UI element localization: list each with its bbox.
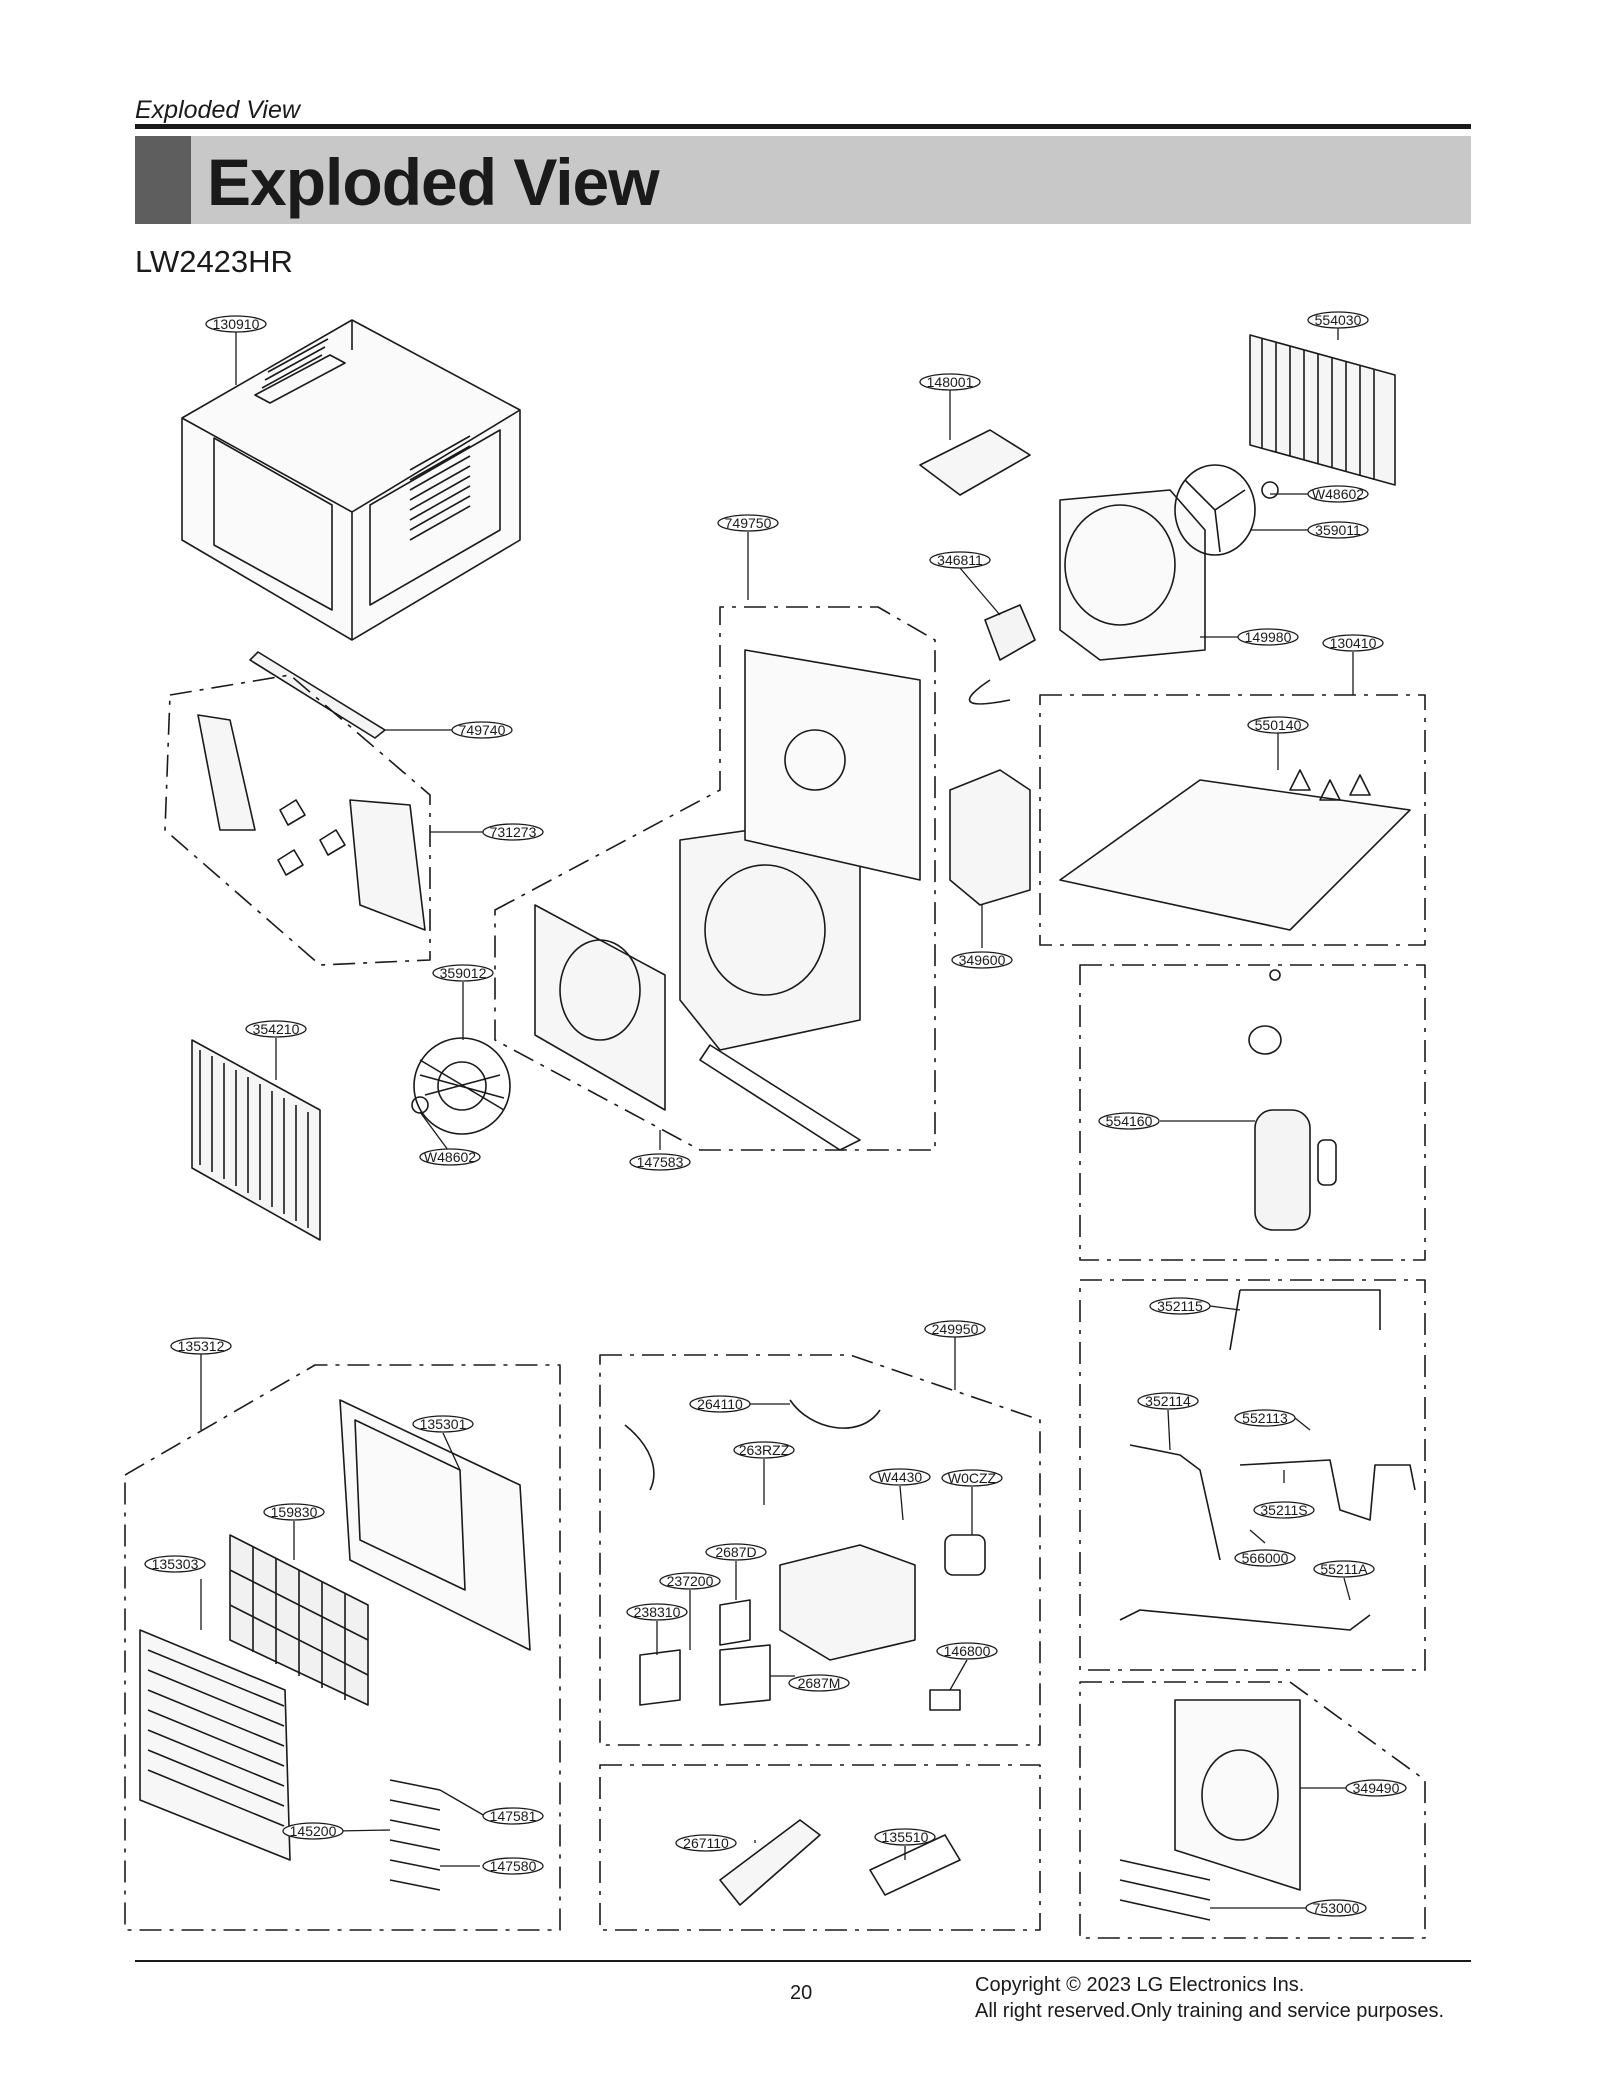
title-band: Exploded View [135, 136, 1471, 224]
part-label: 554030 [1315, 312, 1362, 328]
control-bracket-drawing [949, 769, 1031, 906]
part-label: 147580 [490, 1858, 537, 1874]
part-label: 753000 [1313, 1900, 1360, 1916]
part-label: 159830 [271, 1504, 318, 1520]
control-group [599, 1354, 1041, 1746]
filter-drawing [229, 1534, 369, 1706]
part-label: 352114 [1145, 1393, 1191, 1409]
part-label: 135312 [178, 1338, 225, 1354]
part-label: 731273 [490, 824, 537, 840]
copyright-line-2: All right reserved.Only training and ser… [975, 2000, 1445, 2022]
part-label: 346811 [937, 552, 983, 568]
part-label: 147583 [637, 1154, 684, 1170]
part-label: 238310 [634, 1604, 681, 1620]
part-label: 550140 [1255, 717, 1302, 733]
piping-group [1079, 1279, 1426, 1671]
cabinet-drawing [181, 319, 521, 641]
part-label: 359011 [1315, 522, 1361, 538]
compressor-drawing [1248, 969, 1337, 1231]
header-rule [135, 124, 1471, 129]
copyright: Copyright © 2023 LG Electronics Ins. All… [975, 1972, 1444, 2024]
evaporator-drawing [1249, 334, 1396, 486]
part-label: 55211A [1320, 1561, 1368, 1577]
part-label: 135510 [882, 1829, 929, 1845]
shroud-group [494, 606, 936, 1151]
part-label: 149980 [1245, 629, 1292, 645]
rail-drawing [249, 651, 386, 739]
part-label: 2687D [715, 1544, 756, 1560]
page-number: 20 [790, 1982, 813, 2004]
part-label: 352115 [1157, 1298, 1203, 1314]
remote-drawing [719, 1819, 821, 1906]
bracket-135510-drawing [869, 1834, 961, 1896]
part-label: 147581 [490, 1808, 537, 1824]
part-label: 135301 [420, 1416, 467, 1432]
part-label: 237200 [667, 1573, 714, 1589]
model-number: LW2423HR [135, 244, 293, 279]
part-label: 267110 [683, 1835, 729, 1851]
inner-frame-group [1079, 1681, 1426, 1939]
part-label: 249950 [932, 1321, 979, 1337]
part-label: 263RZZ [739, 1442, 790, 1458]
part-label: W48602 [1312, 486, 1364, 502]
part-label: 354210 [253, 1021, 300, 1037]
motor-bracket-drawing [919, 429, 1031, 496]
part-label: 264110 [697, 1396, 743, 1412]
part-label: 349600 [959, 952, 1006, 968]
part-label: 359012 [440, 965, 487, 981]
propeller-fan-drawing [1174, 464, 1279, 556]
part-label: 552113 [1242, 1410, 1288, 1426]
part-label: 749740 [459, 722, 506, 738]
part-label: 554160 [1106, 1113, 1153, 1129]
part-label: 146800 [944, 1643, 991, 1659]
fan-shroud-drawing [1059, 489, 1206, 661]
base-pan-group [1039, 694, 1426, 946]
compressor-group [1079, 964, 1426, 1261]
blower-drawing [411, 1037, 511, 1135]
inlet-frame-drawing [339, 1399, 531, 1651]
part-label: 2687M [798, 1675, 841, 1691]
page-title: Exploded View [207, 145, 660, 219]
copyright-line-1: Copyright © 2023 LG Electronics Ins. [975, 1974, 1305, 1996]
part-label: 148001 [927, 374, 974, 390]
part-label: 130410 [1330, 635, 1377, 651]
remote-group [599, 1764, 1041, 1931]
part-label: 566000 [1242, 1550, 1289, 1566]
part-label: 145200 [290, 1823, 337, 1839]
condenser-drawing [191, 1039, 321, 1241]
section-header: Exploded View [135, 96, 300, 124]
part-label: 135303 [152, 1556, 199, 1572]
fan-motor-drawing [968, 604, 1036, 705]
part-label: 35211S [1260, 1502, 1307, 1518]
part-label: 749750 [725, 515, 772, 531]
part-label: 130910 [213, 316, 260, 332]
title-accent [135, 136, 191, 224]
front-grille-group [124, 1364, 561, 1931]
front-grille-drawing [139, 1629, 291, 1861]
side-curtain-group [164, 674, 431, 966]
part-label: W48602 [424, 1149, 476, 1165]
part-label: W4430 [878, 1469, 923, 1485]
part-label: W0CZZ [948, 1470, 997, 1486]
footer-rule [135, 1960, 1471, 1962]
part-label: 349490 [1353, 1780, 1400, 1796]
